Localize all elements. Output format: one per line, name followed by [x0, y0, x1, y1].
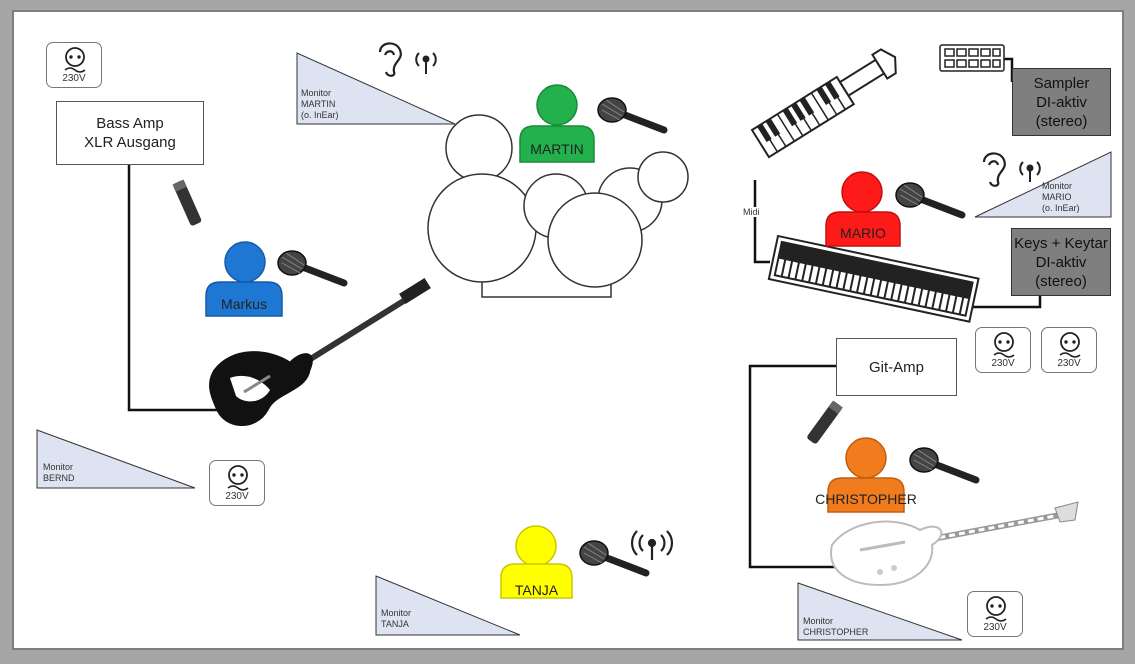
power-socket-icon: 230V — [967, 591, 1023, 637]
socket-voltage: 230V — [1057, 358, 1081, 369]
monitor-bernd-line2: BERND — [43, 473, 75, 483]
drum-kit-icon — [427, 114, 689, 298]
midi-label: Midi — [743, 207, 760, 217]
monitor-wedge-christopher — [797, 582, 963, 641]
musician-name-mario: MARIO — [840, 225, 886, 241]
sampler-line3: (stereo) — [1035, 112, 1088, 130]
keys-line1: Keys + Keytar — [1014, 234, 1108, 252]
power-socket-icon: 230V — [209, 460, 265, 506]
sampler-pad-icon — [939, 44, 1005, 72]
sampler-line1: Sampler — [1033, 74, 1090, 92]
keys-line2: DI-aktiv — [1035, 253, 1087, 271]
keys-line3: (stereo) — [1035, 272, 1087, 290]
monitor-christopher-line1: Monitor — [803, 616, 834, 626]
sampler-box: Sampler DI-aktiv (stereo) — [1012, 68, 1111, 136]
cable-guitar — [748, 364, 836, 569]
person-icon-martin — [519, 84, 595, 163]
monitor-martin-line2: MARTIN — [301, 99, 336, 109]
keyboard-icon — [767, 234, 980, 323]
microphone-icon — [580, 541, 646, 573]
instrument-mic-icon — [807, 400, 843, 444]
monitor-mario-line2: MARIO — [1042, 192, 1072, 202]
monitor-label-christopher: Monitor CHRISTOPHER — [803, 616, 868, 638]
musician-name-tanja: TANJA — [514, 582, 559, 598]
keytar-icon — [750, 48, 897, 159]
monitor-mario-line1: Monitor — [1042, 181, 1073, 191]
wireless-icon — [415, 52, 437, 74]
monitor-mario-line3: (o. InEar) — [1042, 203, 1080, 213]
wireless-icon — [1019, 161, 1041, 182]
microphone-icon — [278, 251, 344, 283]
cable-bass — [127, 165, 225, 412]
monitor-christopher-line2: CHRISTOPHER — [803, 627, 869, 637]
microphone-icon — [896, 183, 962, 215]
socket-voltage: 230V — [991, 358, 1015, 369]
wireless-icon — [630, 530, 674, 560]
socket-voltage: 230V — [225, 491, 249, 502]
git-amp-line1: Git-Amp — [868, 358, 924, 376]
electric-guitar-icon — [830, 501, 1079, 587]
git-amp-box: Git-Amp — [836, 338, 957, 396]
power-socket-icon: 230V — [1041, 327, 1097, 373]
monitor-label-tanja: Monitor TANJA — [381, 608, 411, 630]
monitor-tanja-line1: Monitor — [381, 608, 412, 618]
instrument-mic-icon — [172, 179, 202, 226]
person-icon-tanja — [500, 525, 573, 599]
monitor-martin-line1: Monitor — [301, 88, 332, 98]
monitor-wedge-martin — [296, 52, 456, 125]
sampler-line2: DI-aktiv — [1036, 93, 1087, 111]
socket-voltage: 230V — [983, 622, 1007, 633]
inear-icon — [378, 42, 402, 77]
socket-voltage: 230V — [62, 73, 86, 84]
power-socket-icon: 230V — [46, 42, 102, 88]
bass-guitar-icon — [209, 277, 431, 426]
musician-name-christopher: CHRISTOPHER — [815, 491, 917, 507]
musician-name-markus: Markus — [221, 296, 267, 312]
inear-icon — [982, 152, 1006, 187]
monitor-wedge-bernd — [36, 429, 196, 489]
person-icon-christopher — [827, 437, 905, 513]
musician-name-martin: MARTIN — [530, 141, 584, 157]
person-icon-markus — [205, 241, 283, 317]
monitor-label-martin: Monitor MARTIN (o. InEar) — [301, 88, 339, 121]
monitor-bernd-line1: Monitor — [43, 462, 74, 472]
bass-amp-line1: Bass Amp — [96, 115, 164, 132]
microphone-icon — [910, 448, 976, 480]
power-socket-icon: 230V — [975, 327, 1031, 373]
monitor-martin-line3: (o. InEar) — [301, 110, 339, 120]
microphone-icon — [598, 98, 664, 130]
monitor-wedge-mario — [974, 151, 1112, 218]
monitor-wedge-tanja — [375, 575, 521, 636]
monitor-label-bernd: Monitor BERND — [43, 462, 75, 484]
monitor-tanja-line2: TANJA — [381, 619, 409, 629]
keys-box: Keys + Keytar DI-aktiv (stereo) — [1011, 228, 1111, 296]
bass-amp-box: Bass Amp XLR Ausgang — [56, 101, 204, 165]
bass-amp-line2: XLR Ausgang — [84, 134, 176, 151]
monitor-label-mario: Monitor MARIO (o. InEar) — [1042, 181, 1080, 214]
person-icon-mario — [825, 171, 901, 247]
